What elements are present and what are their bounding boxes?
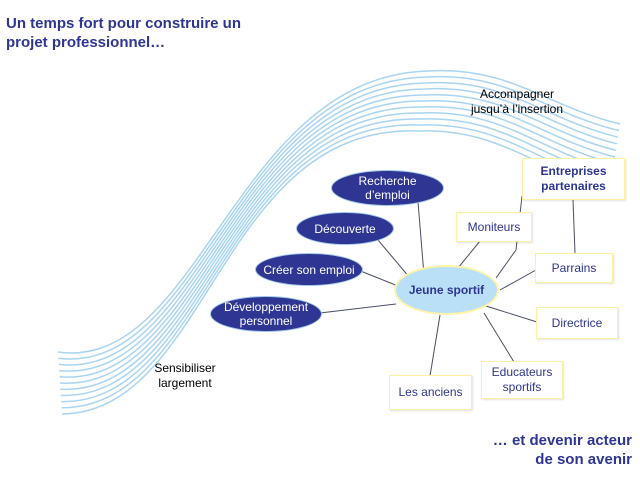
ribbon-line — [57, 69, 621, 354]
actor-directrice-label: Directrice — [551, 315, 603, 330]
connector-hub-educateurs — [483, 312, 515, 363]
ribbon-line — [59, 87, 618, 372]
ribbon-lines — [57, 69, 621, 415]
connector-hub-creer — [357, 269, 399, 287]
conclusion-line-2: de son avenir — [535, 451, 632, 468]
stage-developpement-line-2: personnel — [239, 314, 293, 328]
actor-entreprises-line-2: partenaires — [541, 179, 606, 193]
stage-decouverte-label: Découverte — [314, 221, 376, 236]
hub-label: Jeune sportif — [408, 283, 485, 297]
connector-lines — [319, 195, 576, 377]
stage-recherche-line-2: d’emploi — [365, 188, 410, 202]
ribbon-line — [59, 93, 617, 378]
actor-educateurs-line-1: Educateurs — [491, 365, 553, 379]
ribbon-line — [61, 130, 611, 415]
connector-hub-parrains — [499, 269, 537, 291]
ribbon-line — [59, 100, 616, 384]
title-line-2: projet professionnel… — [6, 34, 166, 51]
flow-end-line-1: Accompagner — [479, 87, 555, 101]
flow-end-label: Accompagner jusqu’à l’insertion — [452, 87, 582, 117]
stage-creer-emploi: Créer son emploi — [255, 253, 363, 286]
actor-moniteurs-label: Moniteurs — [467, 219, 521, 234]
actor-anciens-label: Les anciens — [398, 385, 463, 399]
title-line-1: Un temps fort pour construire un — [6, 15, 242, 32]
connector-hub-moniteurs — [457, 240, 481, 269]
actor-parrains: Parrains — [535, 253, 613, 283]
actor-directrice: Directrice — [536, 307, 618, 339]
hub-jeune-sportif: Jeune sportif — [394, 265, 499, 315]
conclusion-line-1: … et devenir acteur — [492, 432, 632, 449]
page-title: Un temps fort pour construire un projet … — [6, 14, 266, 52]
conclusion-text: … et devenir acteur de son avenir — [432, 431, 632, 469]
ribbon-line — [60, 106, 615, 390]
ribbon-line — [58, 75, 620, 360]
stage-recherche-line-1: Recherche — [358, 174, 417, 188]
stage-developpement-line-1: Développement — [223, 300, 309, 314]
flow-start-line-1: Sensibiliser — [154, 361, 216, 375]
connector-hub-anciens — [429, 314, 441, 377]
actor-les-anciens: Les anciens — [389, 375, 472, 410]
connector-hub-developpement — [319, 303, 397, 314]
ribbon-line — [61, 118, 613, 403]
stage-recherche-emploi: Recherche d’emploi — [331, 170, 444, 206]
stage-decouverte: Découverte — [296, 212, 394, 245]
stage-developpement-personnel: Développement personnel — [210, 296, 322, 332]
actor-parrains-label: Parrains — [551, 260, 597, 275]
actor-educateurs-line-2: sportifs — [502, 380, 542, 394]
connector-hub-decouverte — [377, 239, 411, 279]
actor-entreprises-partenaires: Entreprises partenaires — [522, 158, 625, 200]
flow-start-label: Sensibiliser largement — [130, 361, 240, 391]
ribbon-line — [58, 81, 619, 366]
connector-hub-recherche — [417, 201, 425, 276]
ribbon-line — [60, 112, 614, 397]
connector-hub-directrice — [485, 305, 538, 323]
actor-educateurs-sportifs: Educateurs sportifs — [481, 361, 563, 399]
actor-moniteurs: Moniteurs — [456, 212, 532, 242]
ribbon-line — [61, 124, 612, 409]
connector-entreprises-parrains — [572, 199, 576, 254]
flow-end-line-2: jusqu’à l’insertion — [470, 102, 564, 116]
actor-entreprises-line-1: Entreprises — [540, 164, 607, 178]
flow-start-line-2: largement — [158, 376, 212, 390]
stage-creer-label: Créer son emploi — [263, 262, 355, 277]
